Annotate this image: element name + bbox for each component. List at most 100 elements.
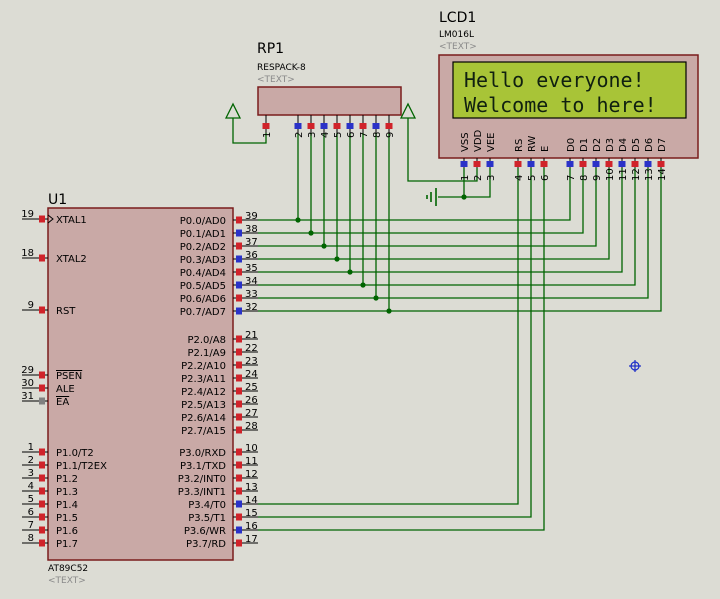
- pin-marker: [236, 513, 242, 521]
- u1-pin-number: 1: [28, 442, 34, 453]
- rp1-pin-number: 6: [346, 132, 357, 138]
- pin-marker: [236, 216, 242, 224]
- lcd1-pin-number: 12: [631, 168, 642, 181]
- wire-rp1-common: [232, 118, 267, 144]
- pin-marker: [236, 500, 242, 508]
- u1-pin-number: 5: [28, 494, 34, 505]
- pin-marker: [39, 448, 45, 456]
- u1-pin-label: P2.0/A8: [187, 335, 226, 346]
- u1-left-pins: 19XTAL118XTAL29RST29PSEN30ALE31EA1P1.0/T…: [21, 209, 107, 550]
- pin-marker: [657, 161, 665, 167]
- lcd1-pin-number: 13: [644, 168, 655, 181]
- pin-marker: [592, 161, 600, 167]
- pin-marker: [618, 161, 626, 167]
- u1-body: [47, 207, 234, 561]
- u1-pin-label: XTAL1: [56, 215, 87, 226]
- pin-marker: [527, 161, 535, 167]
- lcd1-pin-number: 1: [460, 175, 471, 181]
- u1-pin-number: 25: [245, 382, 258, 393]
- u1-pin-label: P2.2/A10: [181, 361, 226, 372]
- pin-marker: [460, 161, 468, 167]
- wire-p05: [258, 168, 636, 286]
- u1-pin-number: 18: [21, 248, 34, 259]
- lcd1-pin-label: D5: [631, 138, 642, 152]
- pin-marker: [372, 123, 380, 129]
- rp1-pin-number: 5: [333, 132, 344, 138]
- pin-marker: [236, 487, 242, 495]
- u1-pin-label: P1.4: [56, 500, 78, 511]
- rp1-pin-number: 4: [320, 132, 331, 138]
- u1-pin-number: 22: [245, 343, 258, 354]
- u1-pin-number: 2: [28, 455, 34, 466]
- lcd1-pin-label: D0: [566, 138, 577, 152]
- u1-pin-label: P2.3/A11: [181, 374, 226, 385]
- u1-microcontroller[interactable]: U1 AT89C52 <TEXT> 19XTAL118XTAL29RST29PS…: [21, 192, 258, 586]
- rp1-part: RESPACK-8: [257, 63, 306, 73]
- u1-pin-label: P3.5/T1: [188, 513, 226, 524]
- junction-dot: [295, 217, 301, 223]
- lcd1-pin-label: VSS: [460, 132, 471, 152]
- lcd1-pins: VSS1VDD2VEE3RS4RW5E6D07D18D29D310D411D51…: [460, 129, 668, 181]
- pin-marker: [236, 539, 242, 547]
- wire-p06: [258, 168, 649, 299]
- u1-pin-label: P2.1/A9: [187, 348, 226, 359]
- junction-dot: [321, 243, 327, 249]
- pin-marker: [333, 123, 341, 129]
- pin-marker: [236, 294, 242, 302]
- u1-pin-label: P3.1/TXD: [180, 461, 226, 472]
- junction-dot: [347, 269, 353, 275]
- u1-pin-number: 29: [21, 365, 34, 376]
- u1-ref: U1: [48, 192, 67, 208]
- u1-pin-number: 21: [245, 330, 258, 341]
- pin-marker: [236, 335, 242, 343]
- junctions: [295, 194, 467, 314]
- pin-marker: [473, 161, 481, 167]
- u1-pin-label: P2.6/A14: [181, 413, 226, 424]
- pin-marker: [236, 307, 242, 315]
- lcd1-pin-label: RS: [514, 139, 525, 152]
- pin-marker: [39, 306, 45, 314]
- u1-pin-label: P0.5/AD5: [180, 281, 226, 292]
- pin-marker: [236, 387, 242, 395]
- lcd1-display[interactable]: Hello everyone! Welcome to here! LCD1 LM…: [438, 10, 699, 181]
- junction-dot: [360, 282, 366, 288]
- lcd1-pin-number: 8: [579, 175, 590, 181]
- pin-marker: [514, 161, 522, 167]
- u1-pin-number: 23: [245, 356, 258, 367]
- rp1-pin-number: 2: [294, 132, 305, 138]
- u1-pin-number: 35: [245, 263, 258, 274]
- u1-pin-label: P0.1/AD1: [180, 229, 226, 240]
- lcd1-pin-number: 6: [540, 175, 551, 181]
- rp1-pin-number: 8: [372, 132, 383, 138]
- lcd1-pin-number: 2: [473, 175, 484, 181]
- pin-marker: [385, 123, 393, 129]
- pin-marker: [39, 215, 45, 223]
- u1-text-placeholder: <TEXT>: [48, 576, 86, 586]
- u1-pin-label: P1.1/T2EX: [56, 461, 107, 472]
- u1-pin-number: 15: [245, 508, 258, 519]
- u1-pin-number: 7: [28, 520, 34, 531]
- pin-marker: [39, 371, 45, 379]
- lcd1-screen: [452, 61, 687, 119]
- rp1-pin-number: 7: [359, 132, 370, 138]
- pin-marker: [236, 426, 242, 434]
- pin-marker: [39, 500, 45, 508]
- u1-pin-label: P2.7/A15: [181, 426, 226, 437]
- u1-pin-number: 38: [245, 224, 258, 235]
- u1-pin-label: P3.3/INT1: [178, 487, 226, 498]
- u1-pin-number: 26: [245, 395, 258, 406]
- u1-pin-label: P1.0/T2: [56, 448, 94, 459]
- u1-pin-number: 9: [28, 300, 34, 311]
- rp1-pin-number: 1: [262, 132, 273, 138]
- u1-pin-number: 32: [245, 302, 258, 313]
- ground-icon: [426, 188, 437, 206]
- rp1-body: [257, 86, 402, 116]
- u1-pin-label: P1.2: [56, 474, 78, 485]
- lcd1-line1: Hello everyone!: [464, 68, 645, 92]
- junction-dot: [386, 308, 392, 314]
- pin-marker: [39, 254, 45, 262]
